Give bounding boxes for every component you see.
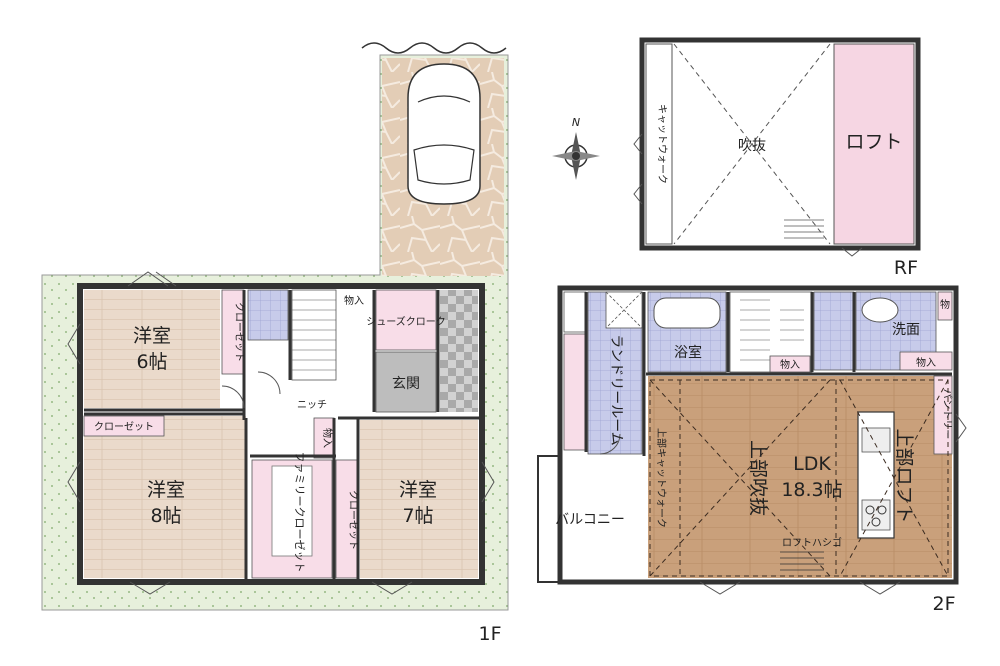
family-closet-label: ファミリークローゼット: [293, 452, 306, 573]
north-label: N: [572, 116, 580, 129]
ldk-area: [648, 376, 952, 578]
room-western-7: [360, 420, 478, 578]
toilet-2f: [813, 291, 855, 371]
catwalk-rf: [645, 43, 673, 245]
closet-a-label: クローゼット: [233, 302, 245, 362]
shoes-closet-label: シューズクローク: [366, 315, 446, 328]
upper-void-label: 上部吹抜: [747, 440, 769, 516]
upper-loft-label: 上部ロフト: [893, 428, 915, 523]
car-icon: [407, 63, 481, 205]
western-8-name: 洋室: [147, 479, 185, 501]
shoes-closet-area: [375, 289, 437, 351]
second-floor: LDK 18.3帖 浴室 洗面 ランドリールーム バルコニー パントリー 上部吹…: [537, 285, 967, 615]
floor-label-rf: RF: [894, 257, 918, 279]
washroom-label: 洗面: [892, 322, 920, 338]
bathroom-label: 浴室: [674, 344, 702, 361]
floor-label-2f: 2F: [932, 593, 955, 615]
storage-1f-label: 物入: [344, 294, 364, 307]
roof-floor: 吹抜 ロフト キャットウォーク RF: [633, 37, 921, 279]
entrance-area: [375, 351, 437, 413]
balcony-label: バルコニー: [555, 512, 625, 528]
ldk-name: LDK: [793, 453, 831, 475]
niche-label: ニッチ: [297, 399, 327, 411]
storage-2f-a-label: 物入: [780, 358, 800, 371]
closet-2f: [563, 333, 587, 451]
sink-2f: [563, 291, 587, 333]
western-7-name: 洋室: [399, 479, 437, 501]
western-6-name: 洋室: [133, 325, 171, 347]
storage-1f-b-label: 物入: [321, 428, 334, 448]
catwalk-rf-label: キャットウォーク: [656, 104, 668, 184]
entrance-porch: [440, 290, 478, 412]
closet-b-label: クローゼット: [94, 421, 154, 433]
loft-ladder-label: ロフトハシゴ: [782, 536, 842, 549]
storage-2f-c-label: 物: [940, 298, 950, 311]
closet-b-area: [83, 415, 165, 437]
floor-label-1f: 1F: [478, 623, 501, 645]
road-boundary: [361, 42, 507, 54]
ldk-size: 18.3帖: [781, 479, 842, 501]
upper-catwalk-label: 上部キャットウォーク: [655, 428, 668, 528]
stairs-1f: [291, 289, 337, 381]
room-western-8: [84, 416, 246, 578]
western-8-size: 8帖: [150, 505, 181, 527]
closet-c-label: クローゼット: [347, 490, 359, 550]
western-6-size: 6帖: [136, 351, 167, 373]
entrance-label: 玄関: [392, 375, 420, 392]
loft-rf: [833, 43, 915, 245]
first-floor: 洋室 6帖 洋室 8帖 洋室 7帖 クローゼット クローゼット クローゼット フ…: [41, 42, 509, 645]
void-rf-label: 吹抜: [738, 138, 766, 154]
compass-icon: N: [552, 116, 600, 180]
loft-rf-label: ロフト: [845, 131, 902, 153]
storage-2f-b-label: 物入: [916, 356, 936, 369]
toilet-1f: [247, 289, 289, 341]
pantry-label: パントリー: [941, 389, 953, 440]
laundry-label: ランドリールーム: [608, 334, 624, 446]
western-7-size: 7帖: [402, 505, 433, 527]
room-western-6: [84, 290, 220, 408]
